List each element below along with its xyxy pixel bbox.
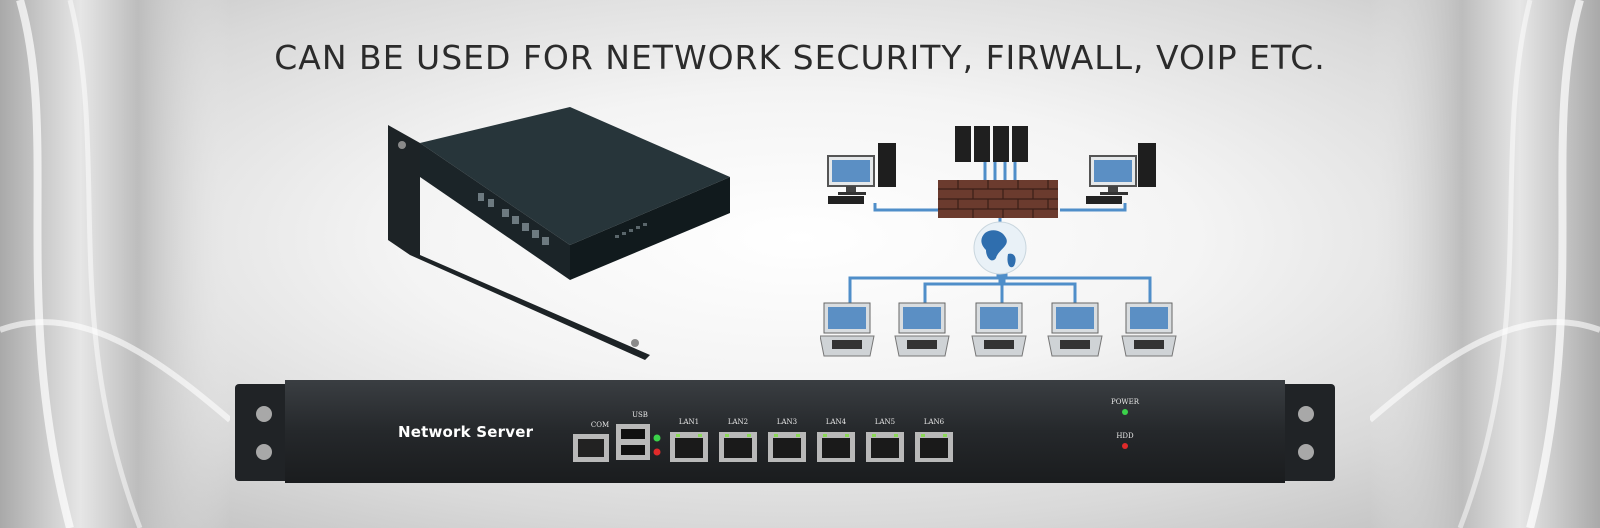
lan6-port-label: LAN6 — [923, 418, 945, 426]
power-led — [1122, 409, 1128, 415]
lan2-port-label: LAN2 — [727, 418, 749, 426]
power-indicator-label: POWER — [1110, 398, 1140, 406]
usb-port-label: USB — [632, 411, 648, 419]
product-label: Network Server — [398, 423, 534, 441]
firewall-icon — [938, 180, 1058, 218]
hdd-led — [1122, 443, 1128, 449]
laptop-icon — [971, 302, 1027, 357]
laptop-icon — [820, 302, 875, 357]
server-tower-icon — [955, 126, 1028, 162]
server-appliance-icon — [388, 107, 730, 360]
com-port-label: COM — [590, 421, 610, 429]
lan5-port-label: LAN5 — [874, 418, 896, 426]
lan1-port-label: LAN1 — [678, 418, 700, 426]
desktop-computer-icon — [1086, 143, 1156, 204]
lan3-port-label: LAN3 — [776, 418, 798, 426]
desktop-computer-icon — [827, 143, 896, 204]
laptop-icon — [894, 302, 950, 357]
hdd-indicator-label: HDD — [1116, 432, 1134, 440]
lan4-port-label: LAN4 — [825, 418, 847, 426]
laptop-icon — [1047, 302, 1103, 357]
usb-ports — [616, 424, 650, 460]
com-port — [573, 434, 609, 462]
globe-icon — [973, 221, 1027, 275]
headline: CAN BE USED FOR NETWORK SECURITY, FIRWAL… — [274, 38, 1326, 77]
curtain-left-decoration — [0, 0, 230, 528]
rack-front-panel — [235, 380, 1335, 483]
curtain-right-decoration — [1370, 0, 1600, 528]
laptop-icon — [1121, 302, 1177, 357]
network-diagram — [820, 126, 1177, 357]
